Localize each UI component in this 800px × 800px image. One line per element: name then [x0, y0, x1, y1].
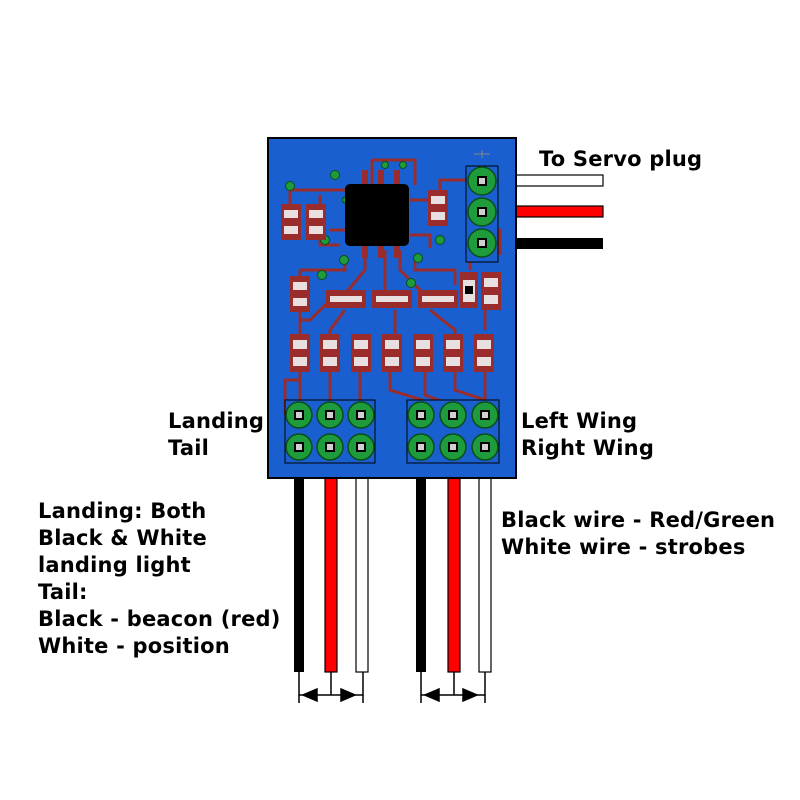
- servo-wire-black: [498, 238, 603, 249]
- header-pin-icon: [285, 401, 313, 429]
- resistor-icon: [306, 204, 326, 240]
- landing-label: Landing: [168, 409, 265, 433]
- connector-arrows: [298, 672, 486, 703]
- resistor-row: [290, 334, 494, 372]
- note-line: Landing: Both: [38, 499, 207, 523]
- transistors: [326, 290, 458, 308]
- pcb-board: [267, 137, 517, 479]
- landing-wire-red: [324, 473, 338, 673]
- resistor-icon: [290, 276, 310, 312]
- header-pin-icon: [347, 401, 375, 429]
- wing-notes: Black wire - Red/Green White wire - stro…: [501, 507, 775, 561]
- servo-header: [465, 150, 499, 263]
- header-pin-icon: [467, 166, 497, 196]
- vias: [285, 161, 445, 288]
- resistor-icon: [443, 334, 463, 372]
- resistor-icon: [481, 272, 501, 310]
- resistor-icon: [320, 334, 340, 372]
- resistor-icon: [413, 334, 433, 372]
- right-header: [406, 399, 500, 464]
- header-pin-icon: [439, 401, 467, 429]
- header-pin-icon: [471, 401, 499, 429]
- resistor-icon: [474, 334, 494, 372]
- resistor-icon: [428, 190, 448, 226]
- left-header: [284, 399, 376, 464]
- ic-chip-icon: [345, 170, 409, 258]
- upper-resistors: [281, 190, 501, 312]
- transistor-icon: [326, 290, 366, 308]
- header-pin-icon: [316, 401, 344, 429]
- landing-tail-notes: Landing: Both Black & White landing ligh…: [38, 498, 281, 660]
- note-line: White wire - strobes: [501, 535, 746, 559]
- servo-plug-label: To Servo plug: [539, 147, 703, 171]
- header-pin-icon: [407, 401, 435, 429]
- resistor-icon: [290, 334, 310, 372]
- header-pin-icon: [467, 228, 497, 258]
- header-pin-icon: [407, 433, 435, 461]
- note-line: Black wire - Red/Green: [501, 508, 776, 532]
- header-pin-icon: [316, 433, 344, 461]
- resistor-icon: [281, 204, 301, 240]
- landing-wire-white: [355, 473, 369, 673]
- note-line: landing light: [38, 553, 191, 577]
- transistor-icon: [418, 290, 458, 308]
- right-wing-label: Right Wing: [521, 436, 655, 460]
- right-connector-arrow-icon: [420, 672, 486, 703]
- header-pin-icon: [439, 433, 467, 461]
- header-pin-icon: [285, 433, 313, 461]
- header-pin-icon: [347, 433, 375, 461]
- resistor-icon: [382, 334, 402, 372]
- note-line: White - position: [38, 634, 230, 658]
- diode-icon: [460, 272, 478, 308]
- note-line: Black & White: [38, 526, 207, 550]
- wing-wire-red: [447, 473, 461, 673]
- header-pin-icon: [467, 197, 497, 227]
- resistor-icon: [351, 334, 371, 372]
- transistor-icon: [372, 290, 412, 308]
- note-line: Black - beacon (red): [38, 607, 281, 631]
- left-wing-label: Left Wing: [521, 409, 638, 433]
- left-connector-arrow-icon: [298, 672, 364, 703]
- bottom-wires: [294, 473, 492, 673]
- header-pin-icon: [471, 433, 499, 461]
- note-line: Tail:: [38, 580, 88, 604]
- tail-label: Tail: [168, 436, 209, 460]
- wing-wire-white: [478, 473, 492, 673]
- landing-wire-black: [294, 474, 304, 672]
- wing-wire-black: [416, 474, 426, 672]
